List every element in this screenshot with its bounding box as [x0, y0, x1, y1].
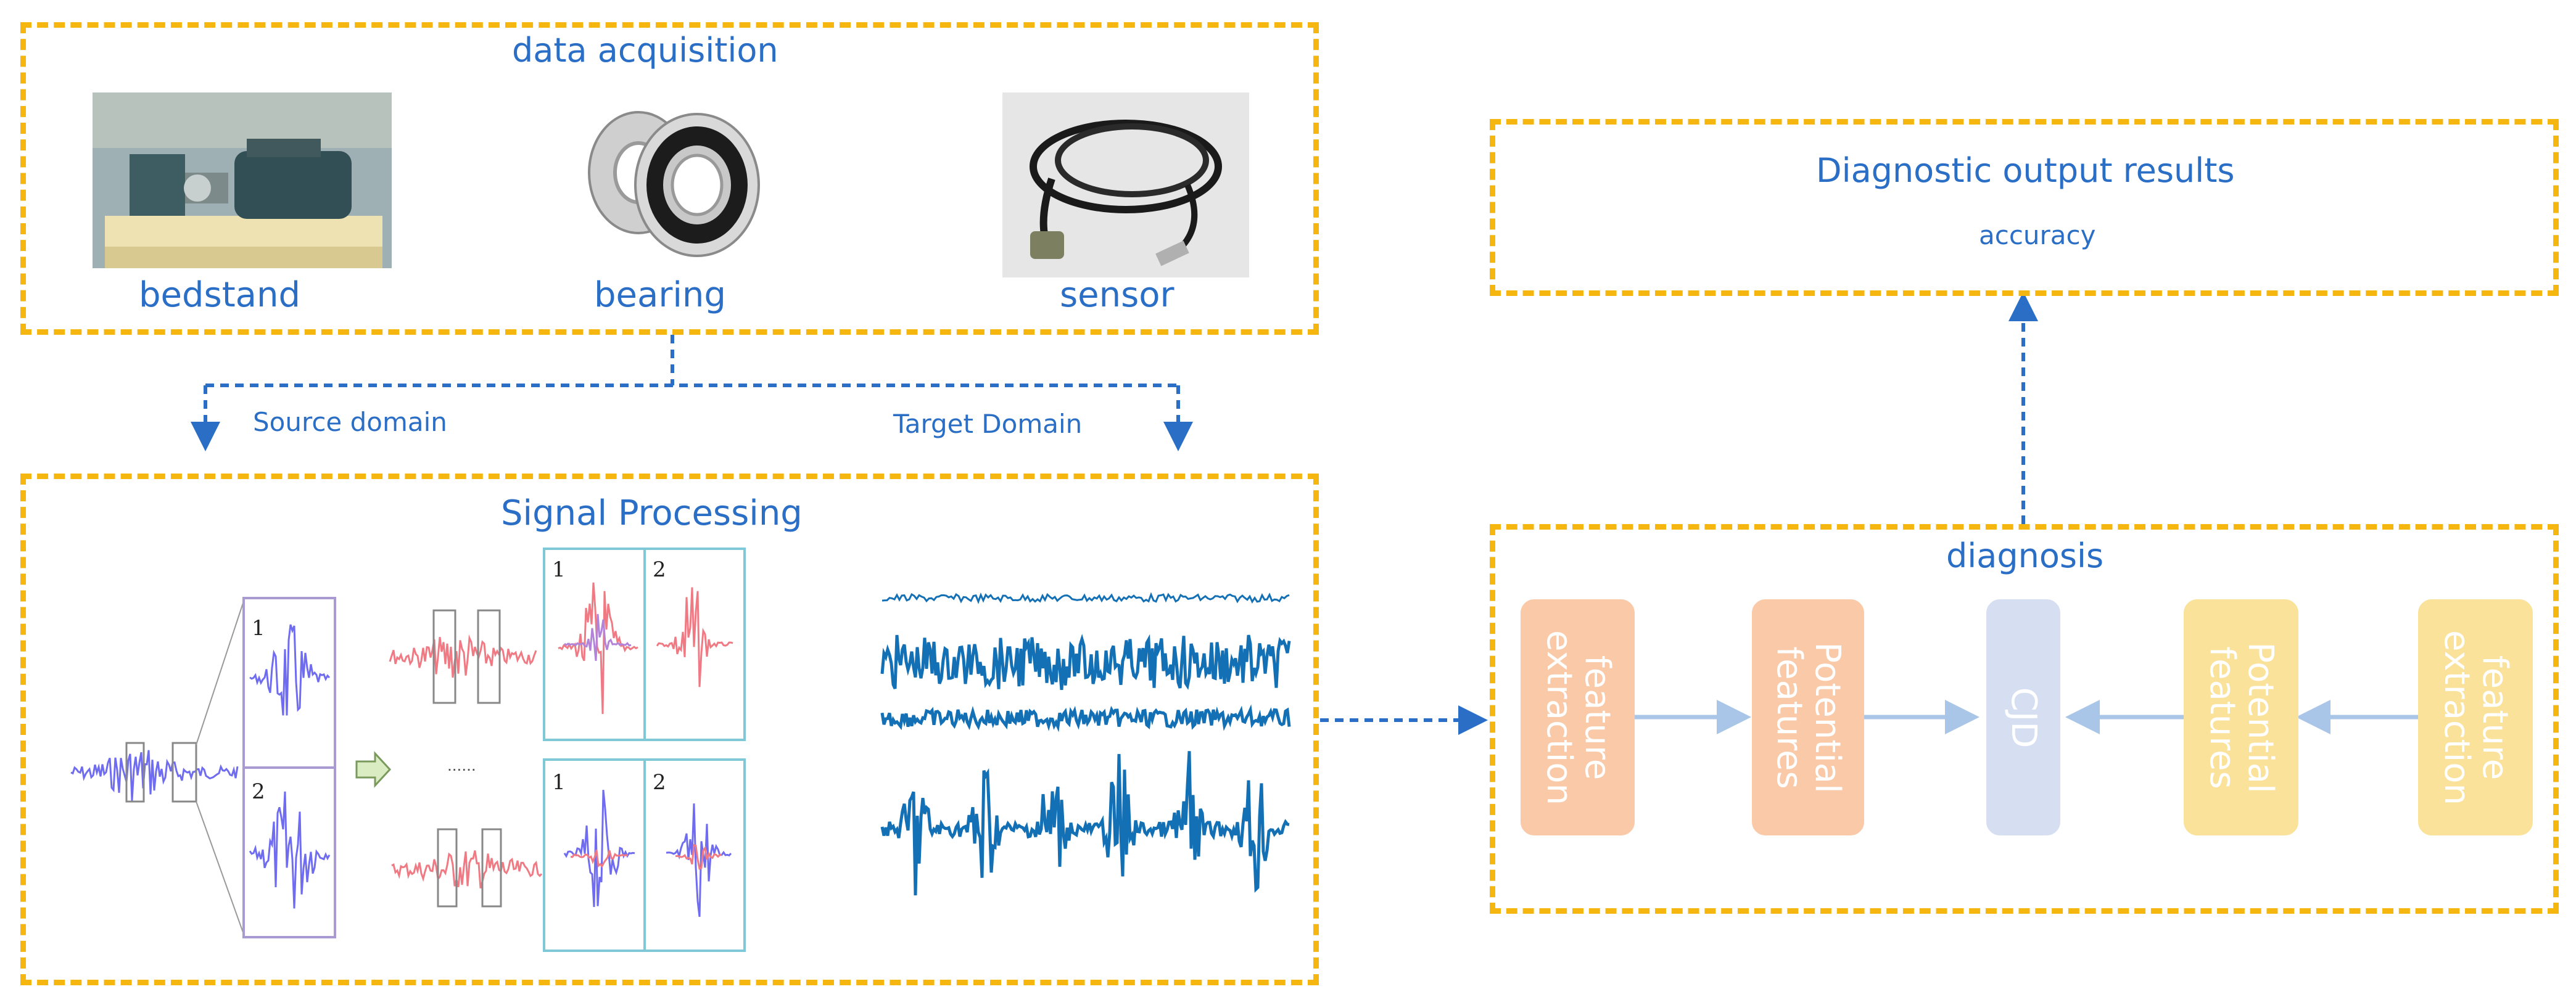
output-results-box — [1490, 119, 2559, 296]
data-acquisition-box — [20, 22, 1319, 335]
output-title: Diagnostic output results — [1816, 151, 2235, 190]
diagnosis-title: diagnosis — [1946, 536, 2104, 575]
signal-processing-title: Signal Processing — [501, 493, 803, 533]
signal-processing-box — [20, 474, 1319, 985]
domain-split-arrow — [191, 335, 1193, 451]
diagnosis-box — [1490, 524, 2559, 914]
test-bench-photo — [93, 92, 392, 268]
source-domain-label: Source domain — [253, 407, 447, 437]
potential-features-target-block: Potential features — [2184, 599, 2298, 835]
sensor-cable-photo — [1002, 92, 1249, 277]
data-acquisition-title: data acquisition — [512, 31, 778, 70]
cjd-block: CJD — [1986, 599, 2060, 835]
feature-extraction-target-block: feature extraction — [2418, 599, 2533, 835]
bedstand-label: bedstand — [139, 275, 301, 315]
accuracy-label: accuracy — [1979, 220, 2096, 250]
bearing-label: bearing — [594, 275, 726, 315]
feature-extraction-source-block: feature extraction — [1521, 599, 1635, 835]
potential-features-source-block: Potential features — [1752, 599, 1864, 835]
sensor-label: sensor — [1060, 275, 1174, 315]
bearing-photo — [580, 99, 765, 265]
target-domain-label: Target Domain — [893, 409, 1083, 439]
